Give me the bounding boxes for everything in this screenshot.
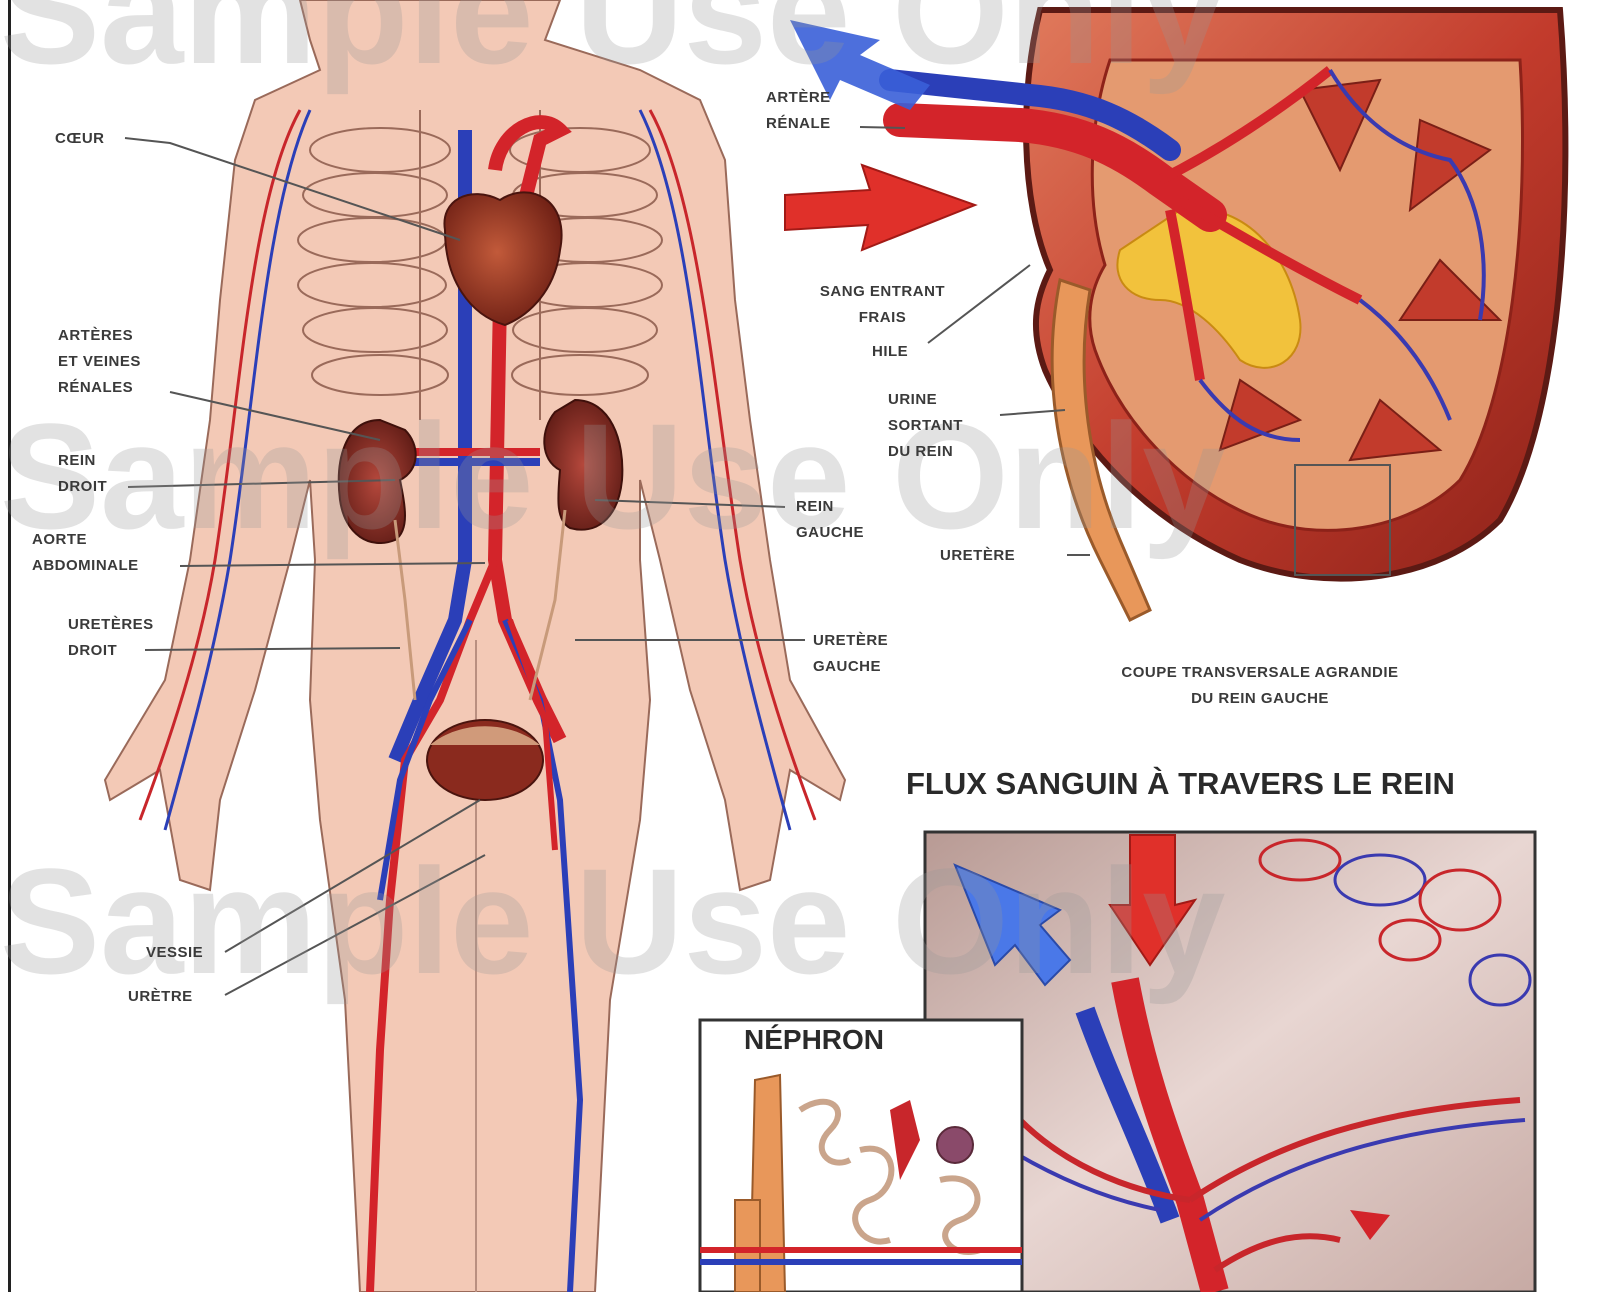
label-hile: HILE [872,339,908,365]
label-uretre: URÈTRE [128,984,193,1010]
label-uretere-gauche: URETÈRE GAUCHE [813,628,888,680]
label-sang-entrant-frais: SANG ENTRANT FRAIS [790,279,975,331]
label-coeur: CŒUR [55,126,105,152]
blood-in-arrow [785,165,975,250]
kidney-cross-section [890,10,1565,620]
nephron-inset [700,1020,1022,1292]
label-ureteres-droit: URETÈRES DROIT [68,612,154,664]
title-nephron: NÉPHRON [744,1024,884,1056]
label-artere-renale: ARTÈRE RÉNALE [766,85,831,137]
label-uretere: URETÈRE [940,543,1015,569]
label-urine-sortant: URINE SORTANT DU REIN [888,387,963,465]
label-coupe-transversale: COUPE TRANSVERSALE AGRANDIE DU REIN GAUC… [1025,660,1495,712]
label-rein-gauche: REIN GAUCHE [796,494,864,546]
label-vessie: VESSIE [146,940,203,966]
label-arteres-veines-renales: ARTÈRES ET VEINES RÉNALES [58,323,141,401]
label-aorte-abdominale: AORTE ABDOMINALE [32,527,139,579]
label-rein-droit: REIN DROIT [58,448,107,500]
title-flux-sanguin: FLUX SANGUIN À TRAVERS LE REIN [906,766,1455,802]
